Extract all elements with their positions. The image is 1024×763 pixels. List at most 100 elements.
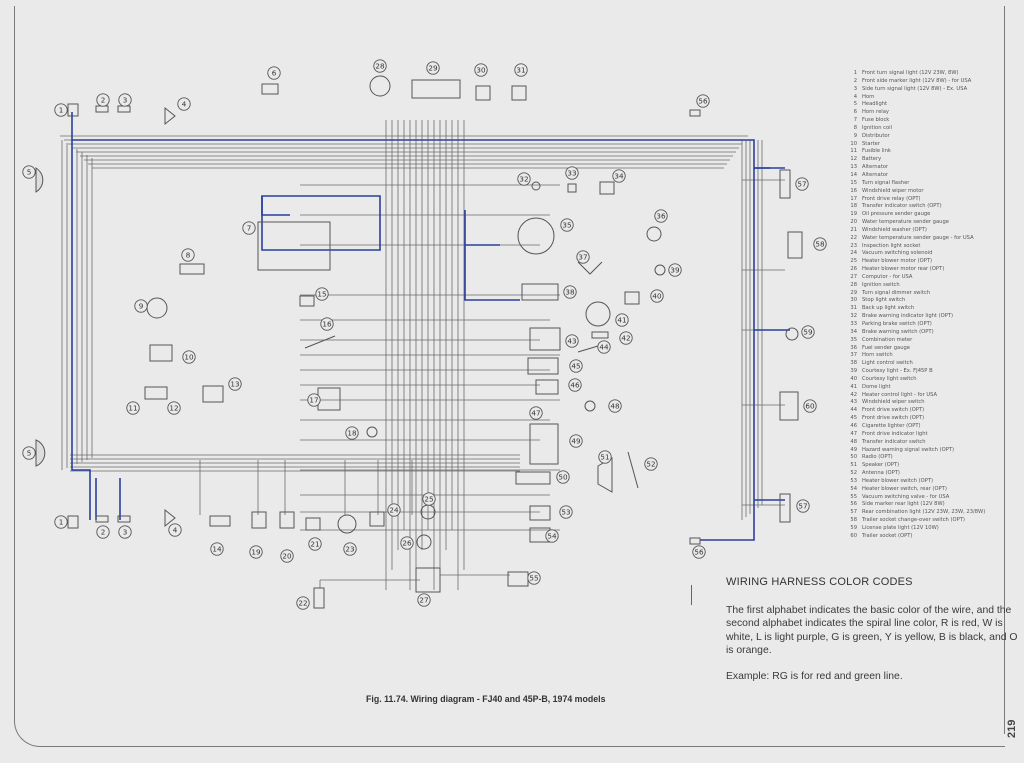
legend-number: 30 <box>850 297 857 304</box>
callout-number: 1 <box>59 106 64 115</box>
legend-number: 35 <box>850 336 857 343</box>
callout-circle <box>422 492 436 506</box>
brake-light-symbol <box>531 181 541 191</box>
callout-circle <box>619 331 633 345</box>
legend-text: Vacuum switching valve - for USA <box>862 493 950 500</box>
callout-circle <box>242 221 256 235</box>
callout-number: 52 <box>646 460 655 469</box>
callout-number: 40 <box>652 292 662 301</box>
callout-number: 5 <box>27 449 32 458</box>
legend-number: 56 <box>850 501 857 508</box>
legend-text: Hazard warning signal switch (OPT) <box>862 446 955 453</box>
callout-circle <box>22 446 36 460</box>
alternator-symbol <box>202 385 224 403</box>
legend-number: 10 <box>850 140 857 147</box>
backup-switch-symbol <box>511 85 527 101</box>
callout-circle <box>650 289 664 303</box>
callout-circle <box>96 525 110 539</box>
callout-8: 8 <box>181 248 195 262</box>
callout-38: 38 <box>563 285 577 299</box>
license-light-symbol <box>785 327 799 341</box>
callout-circle <box>474 63 488 77</box>
radio-symbol <box>515 471 551 485</box>
legend-number: 55 <box>850 493 857 500</box>
legend-text: Front drive indicator light <box>862 430 928 437</box>
callout-number: 8 <box>186 251 191 260</box>
legend-item: 29 Turn signal dimmer switch <box>846 290 1021 298</box>
combination-meter-symbol <box>517 217 555 255</box>
callout-number: 44 <box>599 343 609 352</box>
legend-text: Antenna (OPT) <box>862 470 900 477</box>
callout-number: 13 <box>230 380 239 389</box>
legend-text: Fuel sender gauge <box>862 344 910 351</box>
legend-text: Ignition coil <box>862 124 893 131</box>
callout-number: 21 <box>310 540 319 549</box>
legend-number: 29 <box>850 289 857 296</box>
callout-3: 3 <box>118 93 132 107</box>
legend-text: Fusible link <box>862 148 891 155</box>
callout-circle <box>568 378 582 392</box>
legend-text: Ignition switch <box>862 281 900 288</box>
legend-text: Side marker rear light (12V 8W) <box>862 501 945 508</box>
legend-number: 59 <box>850 524 857 531</box>
callout-number: 3 <box>123 528 128 537</box>
callout-number: 41 <box>617 316 626 325</box>
legend-text: Alternator <box>862 171 889 178</box>
callout-number: 26 <box>402 539 412 548</box>
legend-number: 9 <box>853 132 857 139</box>
legend-text: Back up light switch <box>862 305 915 312</box>
color-codes-title: WIRING HARNESS COLOR CODES <box>726 576 913 588</box>
legend-text: Transfer indicator switch (OPT) <box>862 203 942 210</box>
water-sender-usa-symbol <box>313 587 325 609</box>
callout-circle <box>177 97 191 111</box>
callout-circle <box>563 285 577 299</box>
callout-number: 11 <box>128 404 137 413</box>
legend-number: 14 <box>850 171 857 178</box>
legend-number: 11 <box>850 148 857 155</box>
callout-20: 20 <box>280 549 294 563</box>
callout-circle <box>608 399 622 413</box>
callout-48: 48 <box>608 399 622 413</box>
legend-number: 26 <box>850 266 857 273</box>
callout-circle <box>545 529 559 543</box>
callout-number: 4 <box>173 526 178 535</box>
legend-text: Heater blower switch, rear (OPT) <box>862 485 947 492</box>
callout-4: 4 <box>168 523 182 537</box>
legend-number: 25 <box>850 258 857 265</box>
legend-text: Heater blower motor (OPT) <box>862 258 933 265</box>
callout-18: 18 <box>345 426 359 440</box>
callout-circle <box>320 317 334 331</box>
callout-number: 56 <box>698 97 708 106</box>
callout-number: 59 <box>803 328 813 337</box>
callout-circle <box>615 313 629 327</box>
callout-number: 45 <box>571 362 580 371</box>
callout-number: 9 <box>139 302 144 311</box>
callout-number: 17 <box>309 396 318 405</box>
callout-53: 53 <box>559 505 573 519</box>
callout-circle <box>565 166 579 180</box>
callout-circle <box>96 93 110 107</box>
blower-motor-rear-symbol <box>416 534 432 550</box>
legend-text: Turn signal dimmer switch <box>862 289 931 296</box>
heater-switch-symbol <box>529 505 551 521</box>
marker-light-symbol <box>117 515 131 523</box>
legend-text: Front drive switch (OPT) <box>862 415 925 422</box>
callout-41: 41 <box>615 313 629 327</box>
callout-circle <box>267 66 281 80</box>
legend-text: Computor - for USA <box>862 273 913 280</box>
callout-number: 16 <box>322 320 332 329</box>
